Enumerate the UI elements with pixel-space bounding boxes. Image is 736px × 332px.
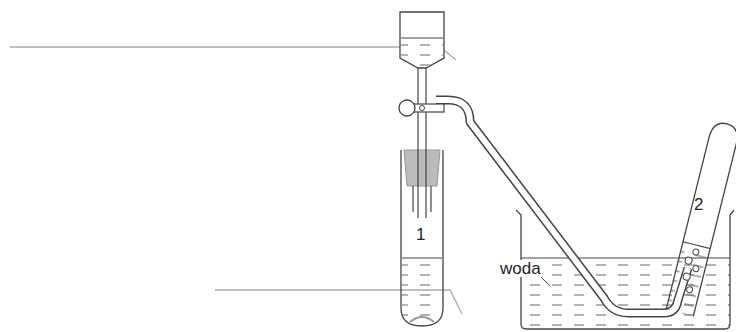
stopper <box>404 150 440 186</box>
solid-reagent <box>410 317 434 322</box>
test-tube <box>401 150 443 326</box>
collecting-tube <box>666 120 736 316</box>
callout-number: 2 <box>694 196 703 213</box>
part-label: woda <box>498 260 543 277</box>
leader-line <box>10 47 456 60</box>
delivery-tube <box>436 100 688 313</box>
leader-line <box>540 276 550 286</box>
dropping-funnel <box>400 12 444 68</box>
delivery-tube-bore <box>436 100 688 313</box>
callout-number: 1 <box>416 226 425 243</box>
